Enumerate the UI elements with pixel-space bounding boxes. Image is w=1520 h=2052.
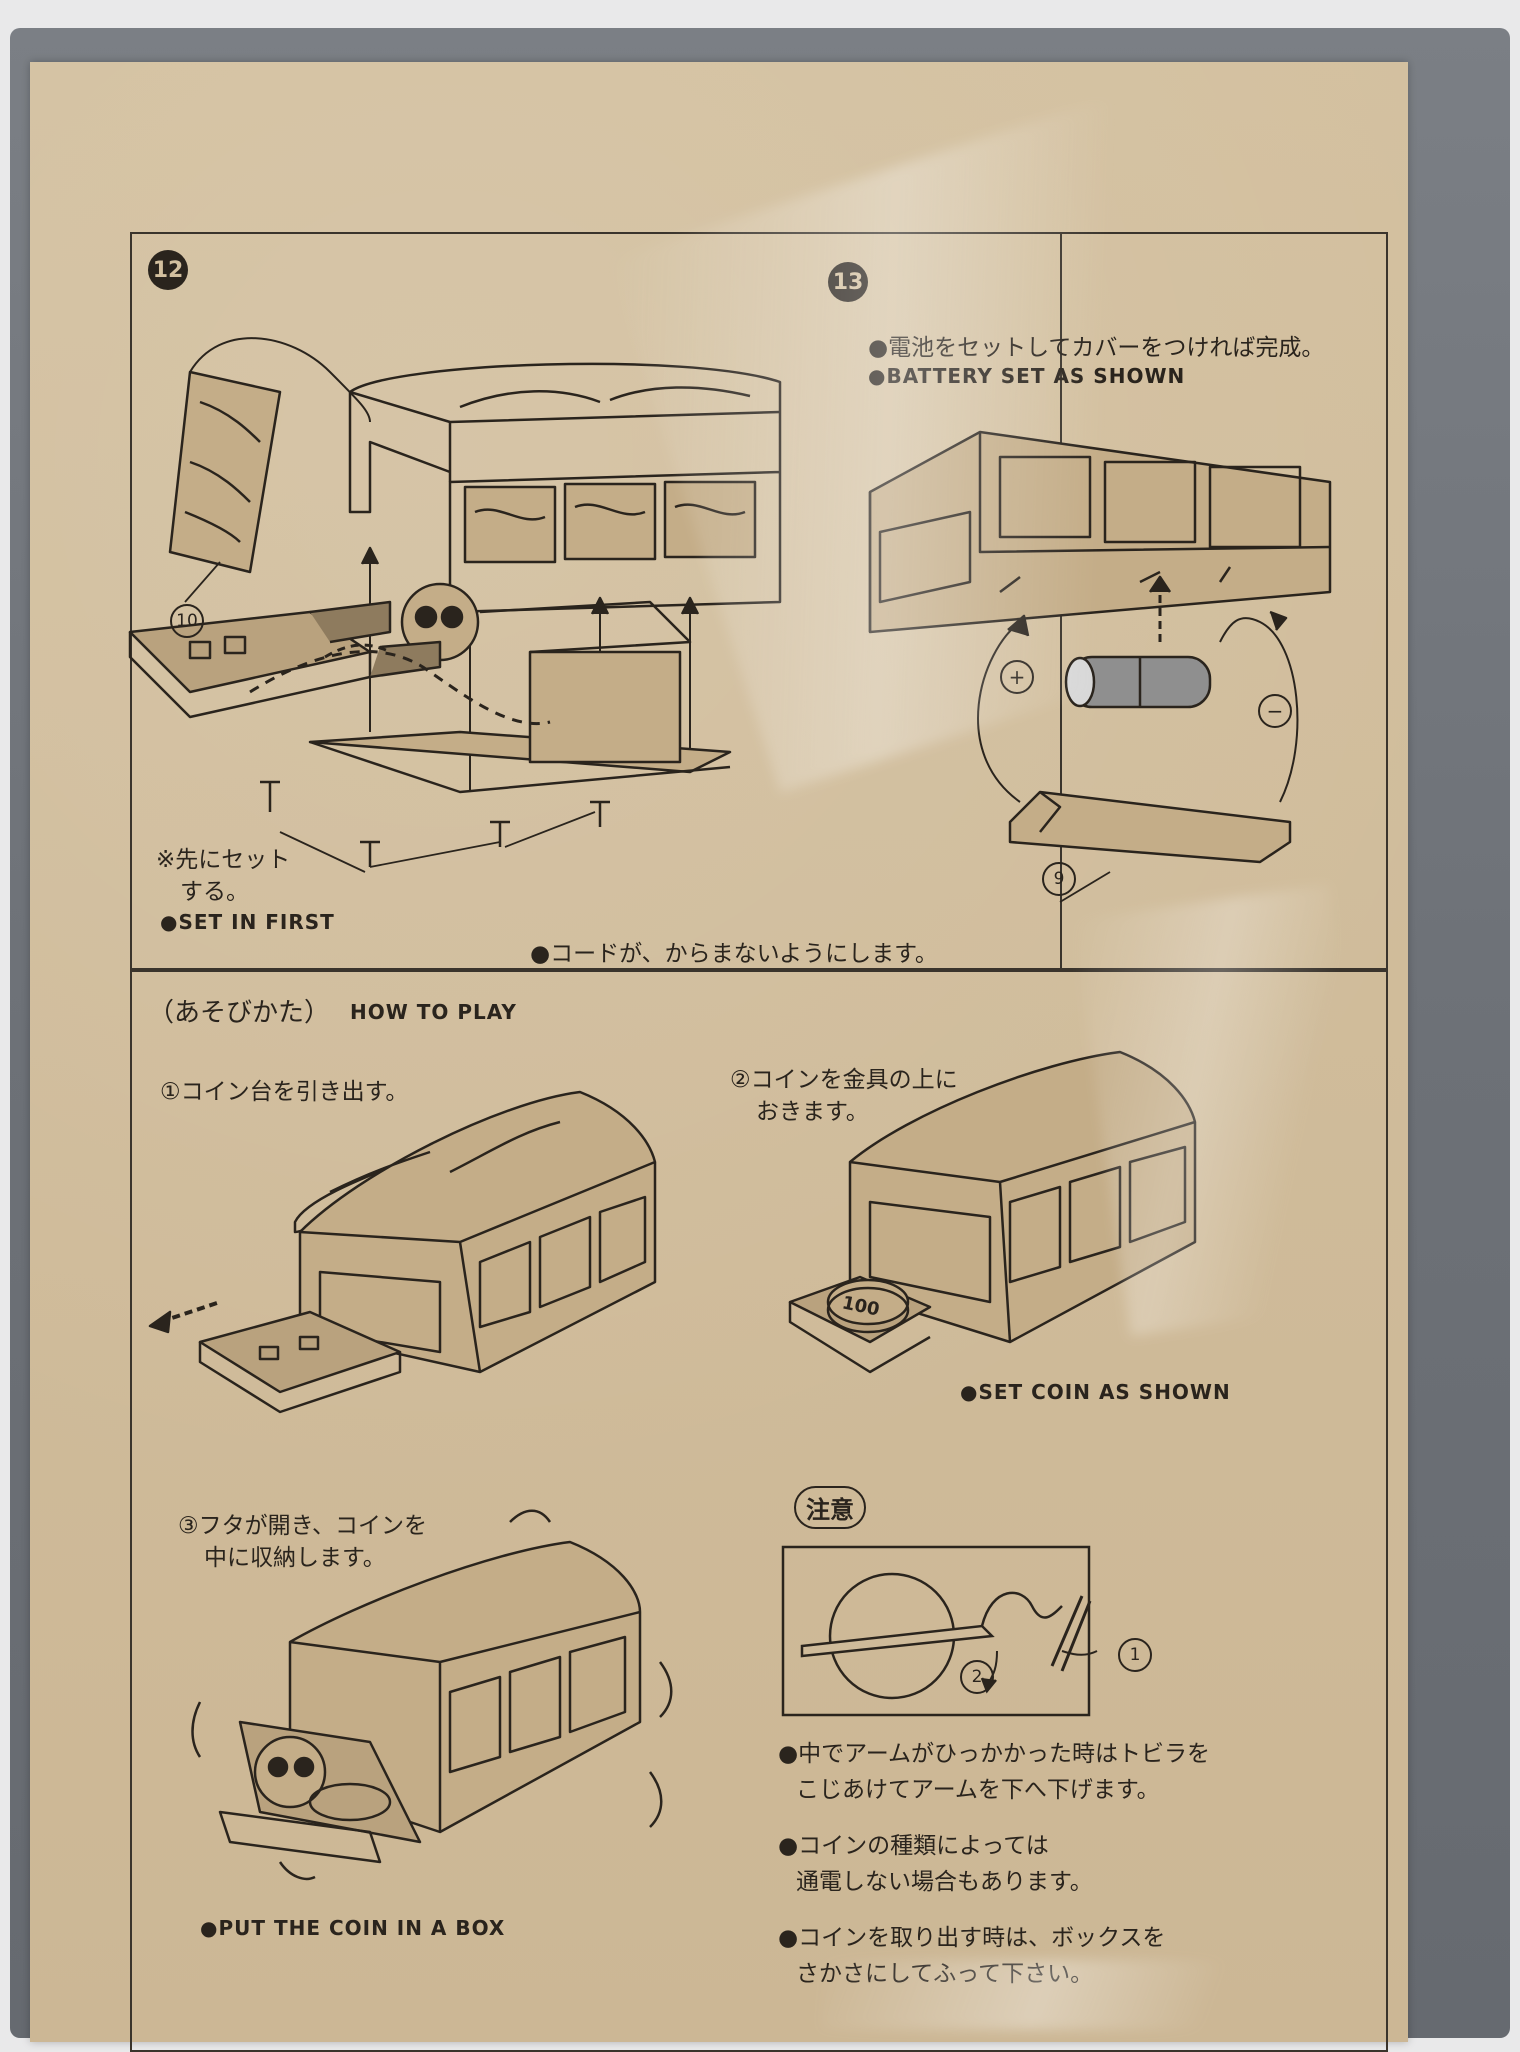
step-3-illustration (191, 1509, 673, 1881)
battery-note-en: ●BATTERY SET AS SHOWN (868, 364, 1186, 388)
caution-note-1-line-2: こじあけてアームを下へ下げます。 (796, 1777, 1160, 1803)
cord-note: ●コードが、からまないようにします。 (530, 941, 938, 967)
part-10-label: 10 (170, 604, 204, 638)
caution-note-2-line-2: 通電しない場合もあります。 (796, 1869, 1093, 1895)
step-13-illustration (868, 430, 1332, 903)
caution-note-3-line-2: さかさにしてふって下さい。 (796, 1961, 1094, 1987)
caution-marker-1: 1 (1118, 1638, 1152, 1672)
part-9-label: 9 (1042, 862, 1076, 896)
set-first-note-jp-2: する。 (180, 879, 249, 905)
caution-badge: 注意 (794, 1486, 866, 1529)
set-first-note-jp-1: ※先にセット (156, 847, 291, 873)
caution-illustration (781, 1545, 1098, 1717)
caution-note-1-line-1: ●中でアームがひっかかった時はトビラを (778, 1741, 1210, 1767)
step-3-text-1: ③フタが開き、コインを (178, 1513, 428, 1539)
step-3-text-en: ●PUT THE COIN IN A BOX (200, 1916, 506, 1940)
battery-note-jp: ●電池をセットしてカバーをつければ完成。 (868, 335, 1325, 361)
caution-note-3-line-1: ●コインを取り出す時は、ボックスを (778, 1925, 1166, 1951)
caution-note-2-line-1: ●コインの種類によっては (778, 1833, 1049, 1859)
how-to-play-title-en: HOW TO PLAY (350, 1000, 517, 1024)
step-2-text-1: ②コインを金具の上に (730, 1067, 958, 1093)
set-first-note-en: ●SET IN FIRST (160, 910, 335, 934)
how-to-play-title-jp: （あそびかた） (148, 998, 331, 1028)
assembly-panel (130, 232, 1388, 972)
step-2-text-2: おきます。 (756, 1099, 869, 1125)
step-13-number: 13 (828, 262, 868, 302)
step-1-illustration (148, 1090, 657, 1414)
step-2-illustration (788, 1050, 1197, 1374)
how-to-play-panel (130, 968, 1388, 2052)
step-3-text-2: 中に収納します。 (204, 1545, 386, 1571)
caution-marker-2: 2 (960, 1660, 994, 1694)
minus-terminal: − (1258, 694, 1292, 728)
step-12-number: 12 (148, 250, 188, 290)
step-2-text-en: ●SET COIN AS SHOWN (960, 1380, 1231, 1404)
instruction-sheet: 12 (30, 62, 1408, 2052)
step-12-illustration (128, 337, 782, 873)
plus-terminal: + (1000, 660, 1034, 694)
step-1-text: ①コイン台を引き出す。 (160, 1079, 409, 1105)
